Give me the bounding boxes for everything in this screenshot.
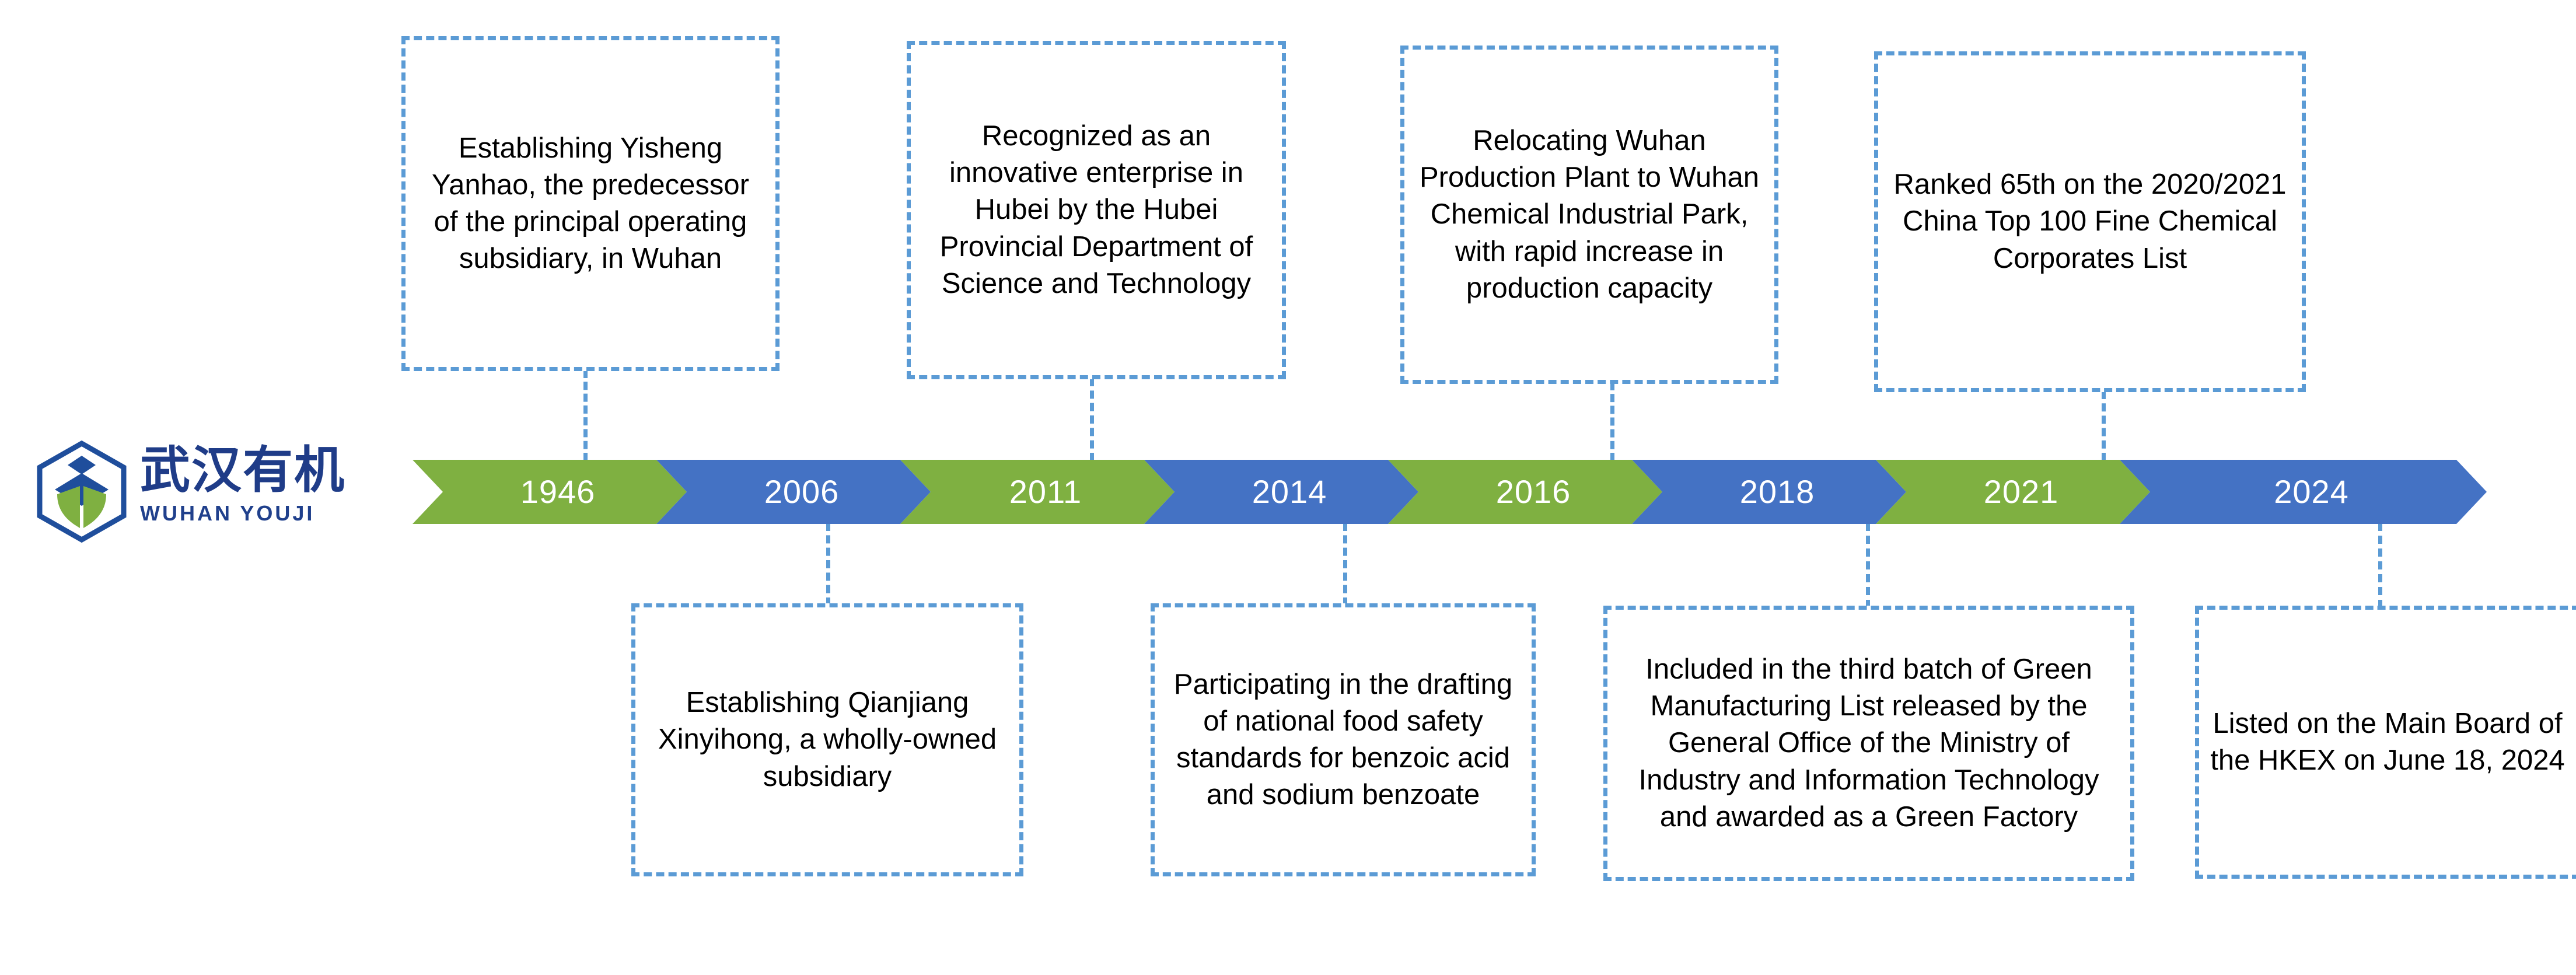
callout-below-2018: Included in the third batch of Green Man…: [1603, 606, 2134, 881]
callout-above-2011: Recognized as an innovative enterprise i…: [907, 41, 1286, 379]
year-label: 2014: [1252, 473, 1327, 510]
timeline-segment-1946[interactable]: 1946: [413, 460, 687, 524]
year-label: 2018: [1739, 473, 1815, 510]
connector-line-2014: [1343, 523, 1347, 606]
year-label: 2011: [1009, 473, 1082, 510]
year-label: 2021: [1983, 473, 2059, 510]
company-logo: 武汉有机 WUHAN YOUJI: [23, 440, 397, 543]
callout-text: Establishing Yisheng Yanhao, the predece…: [432, 132, 749, 275]
timeline-segment-2021[interactable]: 2021: [1876, 460, 2150, 524]
hexagon-leaf-logo-icon: [35, 440, 128, 543]
logo-wordmark: 武汉有机 WUHAN YOUJI: [140, 445, 385, 539]
year-label: 2016: [1495, 473, 1571, 510]
callout-text: Participating in the drafting of nationa…: [1173, 668, 1513, 811]
callout-text: Relocating Wuhan Production Plant to Wuh…: [1419, 124, 1760, 304]
callout-text: Ranked 65th on the 2020/2021 China Top 1…: [1893, 169, 2287, 274]
callout-below-2014: Participating in the drafting of nationa…: [1151, 603, 1536, 876]
callout-text: Included in the third batch of Green Man…: [1638, 653, 2099, 833]
callout-below-2006: Establishing Qianjiang Xinyihong, a whol…: [631, 603, 1023, 876]
year-label: 1946: [520, 473, 596, 510]
callout-below-2024: Listed on the Main Board of the HKEX on …: [2195, 606, 2576, 879]
callout-above-2021: Ranked 65th on the 2020/2021 China Top 1…: [1874, 51, 2306, 392]
timeline-segment-2011[interactable]: 2011: [900, 460, 1175, 524]
connector-line-2018: [1866, 523, 1870, 608]
timeline-segment-2018[interactable]: 2018: [1632, 460, 1906, 524]
connector-line-1946: [583, 370, 588, 461]
year-label: 2024: [2274, 473, 2349, 510]
connector-line-2006: [826, 523, 830, 606]
connector-line-2024: [2378, 523, 2382, 608]
connector-line-2021: [2102, 391, 2106, 461]
callout-text: Recognized as an innovative enterprise i…: [939, 120, 1253, 299]
timeline-segment-2016[interactable]: 2016: [1388, 460, 1662, 524]
timeline-chevron-bar: 1946 2006 2011 2014 2016 2018 2021 2024: [413, 460, 2487, 524]
logo-english-name: WUHAN YOUJI: [140, 501, 315, 525]
connector-line-2011: [1090, 378, 1094, 461]
callout-text: Establishing Qianjiang Xinyihong, a whol…: [658, 687, 997, 792]
callout-above-2016: Relocating Wuhan Production Plant to Wuh…: [1400, 46, 1778, 384]
timeline-segment-2024[interactable]: 2024: [2120, 460, 2487, 524]
callout-text: Listed on the Main Board of the HKEX on …: [2210, 707, 2565, 776]
year-label: 2006: [764, 473, 840, 510]
timeline-segment-2006[interactable]: 2006: [656, 460, 931, 524]
timeline-segment-2014[interactable]: 2014: [1144, 460, 1418, 524]
connector-line-2016: [1610, 382, 1614, 461]
logo-chinese-name: 武汉有机: [140, 441, 345, 499]
callout-above-1946: Establishing Yisheng Yanhao, the predece…: [401, 36, 780, 371]
